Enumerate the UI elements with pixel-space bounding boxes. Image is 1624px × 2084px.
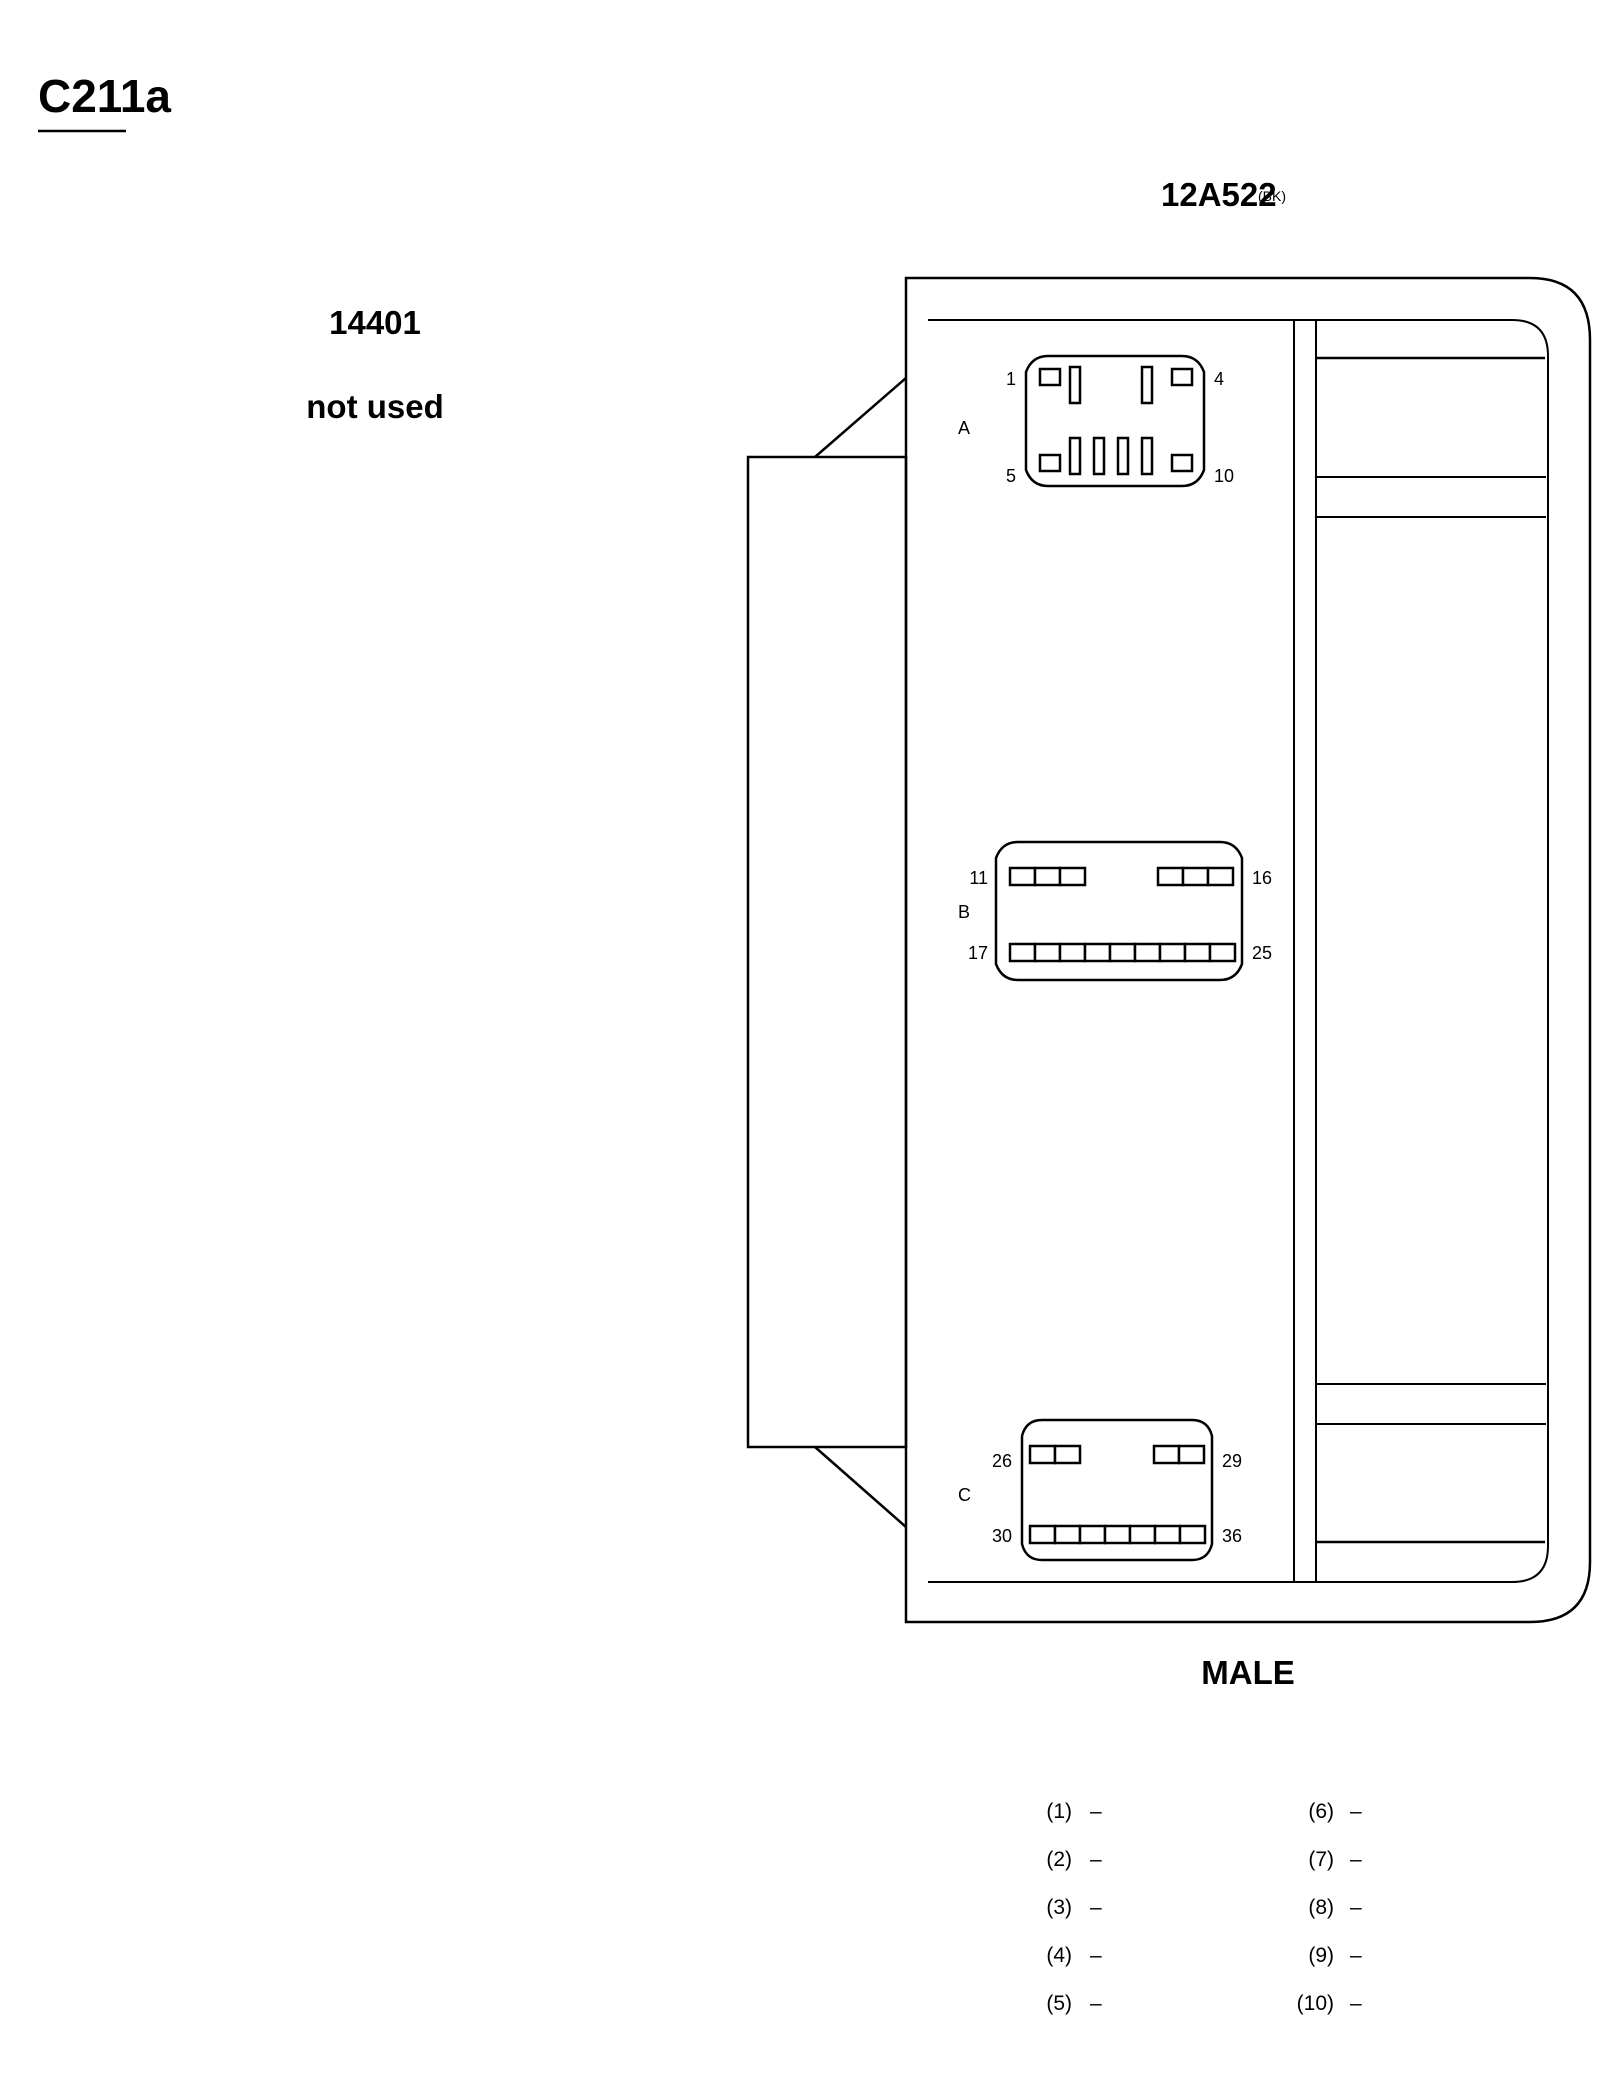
pin-number: 5 bbox=[1006, 466, 1016, 486]
legend-value: – bbox=[1090, 1944, 1102, 1967]
legend-index: (7) bbox=[1308, 1848, 1334, 1871]
pin-number: 17 bbox=[968, 943, 988, 963]
pin-cell bbox=[1140, 436, 1154, 476]
block-c: C 26 29 30 36 bbox=[958, 1418, 1242, 1562]
pin-number: 36 bbox=[1222, 1526, 1242, 1546]
pin-cell bbox=[1140, 365, 1154, 405]
pin-legend: (1)–(2)–(3)–(4)–(5)–(6)–(7)–(8)–(9)–(10)… bbox=[1046, 1800, 1362, 2015]
pin-cell bbox=[1058, 942, 1087, 963]
pin-cell bbox=[1183, 942, 1212, 963]
legend-index: (1) bbox=[1046, 1800, 1072, 1823]
block-label: B bbox=[958, 902, 970, 922]
legend-index: (9) bbox=[1308, 1944, 1334, 1967]
gender-label: MALE bbox=[1201, 1654, 1295, 1691]
pin-cell bbox=[1153, 1524, 1182, 1545]
block-b: B 11 16 17 25 bbox=[958, 840, 1272, 982]
legend-value: – bbox=[1350, 1944, 1362, 1967]
pin-cell bbox=[1170, 367, 1194, 387]
legend-index: (2) bbox=[1046, 1848, 1072, 1871]
legend-value: – bbox=[1350, 1992, 1362, 2015]
pin-cell bbox=[1083, 942, 1112, 963]
legend-value: – bbox=[1090, 1848, 1102, 1871]
pin-number: 1 bbox=[1006, 369, 1016, 389]
legend-index: (3) bbox=[1046, 1896, 1072, 1919]
legend-value: – bbox=[1090, 1896, 1102, 1919]
pin-cell bbox=[1053, 1524, 1082, 1545]
pin-cell bbox=[1058, 866, 1087, 887]
legend-index: (4) bbox=[1046, 1944, 1072, 1967]
pin-number: 16 bbox=[1252, 868, 1272, 888]
status-text: not used bbox=[306, 388, 444, 425]
pin-cell bbox=[1178, 1524, 1207, 1545]
connector-body bbox=[904, 276, 1592, 1624]
block-label: C bbox=[958, 1485, 971, 1505]
pin-cell bbox=[1053, 1444, 1082, 1465]
pin-cell bbox=[1152, 1444, 1181, 1465]
connector-title: C211a bbox=[38, 70, 171, 122]
pin-cell bbox=[1170, 453, 1194, 473]
pin-cell bbox=[1033, 866, 1062, 887]
legend-index: (10) bbox=[1297, 1992, 1334, 2015]
pin-number: 4 bbox=[1214, 369, 1224, 389]
pin-cell bbox=[1068, 365, 1082, 405]
color-code: (BK) bbox=[1258, 188, 1286, 204]
pin-cell bbox=[1128, 1524, 1157, 1545]
pin-cell bbox=[1108, 942, 1137, 963]
pin-cell bbox=[1206, 866, 1235, 887]
pin-number: 25 bbox=[1252, 943, 1272, 963]
legend-index: (6) bbox=[1308, 1800, 1334, 1823]
legend-index: (8) bbox=[1308, 1896, 1334, 1919]
pin-number: 30 bbox=[992, 1526, 1012, 1546]
pin-cell bbox=[1133, 942, 1162, 963]
pin-number: 11 bbox=[969, 868, 988, 888]
legend-value: – bbox=[1350, 1848, 1362, 1871]
pin-cell bbox=[1181, 866, 1210, 887]
pin-cell bbox=[1156, 866, 1185, 887]
pin-cell bbox=[1008, 942, 1037, 963]
pin-number: 29 bbox=[1222, 1451, 1242, 1471]
pin-cell bbox=[1033, 942, 1062, 963]
pin-cell bbox=[1008, 866, 1037, 887]
pin-number: 26 bbox=[992, 1451, 1012, 1471]
pin-cell bbox=[1078, 1524, 1107, 1545]
block-a: A 1 4 5 10 bbox=[958, 354, 1234, 488]
pin-cell bbox=[1158, 942, 1187, 963]
pin-cell bbox=[1038, 367, 1062, 387]
legend-value: – bbox=[1090, 1992, 1102, 2015]
pin-reference: 14401 bbox=[329, 304, 421, 341]
pin-cell bbox=[1116, 436, 1130, 476]
pin-cell bbox=[1028, 1444, 1057, 1465]
pin-cell bbox=[1103, 1524, 1132, 1545]
pin-number: 10 bbox=[1214, 466, 1234, 486]
pin-cell bbox=[1028, 1524, 1057, 1545]
pin-cell bbox=[1038, 453, 1062, 473]
side-plug bbox=[746, 377, 908, 1528]
pin-cell bbox=[1177, 1444, 1206, 1465]
block-label: A bbox=[958, 418, 970, 438]
legend-value: – bbox=[1350, 1800, 1362, 1823]
legend-value: – bbox=[1350, 1896, 1362, 1919]
legend-index: (5) bbox=[1046, 1992, 1072, 2015]
pin-cell bbox=[1092, 436, 1106, 476]
pin-cell bbox=[1068, 436, 1082, 476]
part-number: 12A522 bbox=[1161, 176, 1277, 213]
legend-value: – bbox=[1090, 1800, 1102, 1823]
pin-cell bbox=[1208, 942, 1237, 963]
